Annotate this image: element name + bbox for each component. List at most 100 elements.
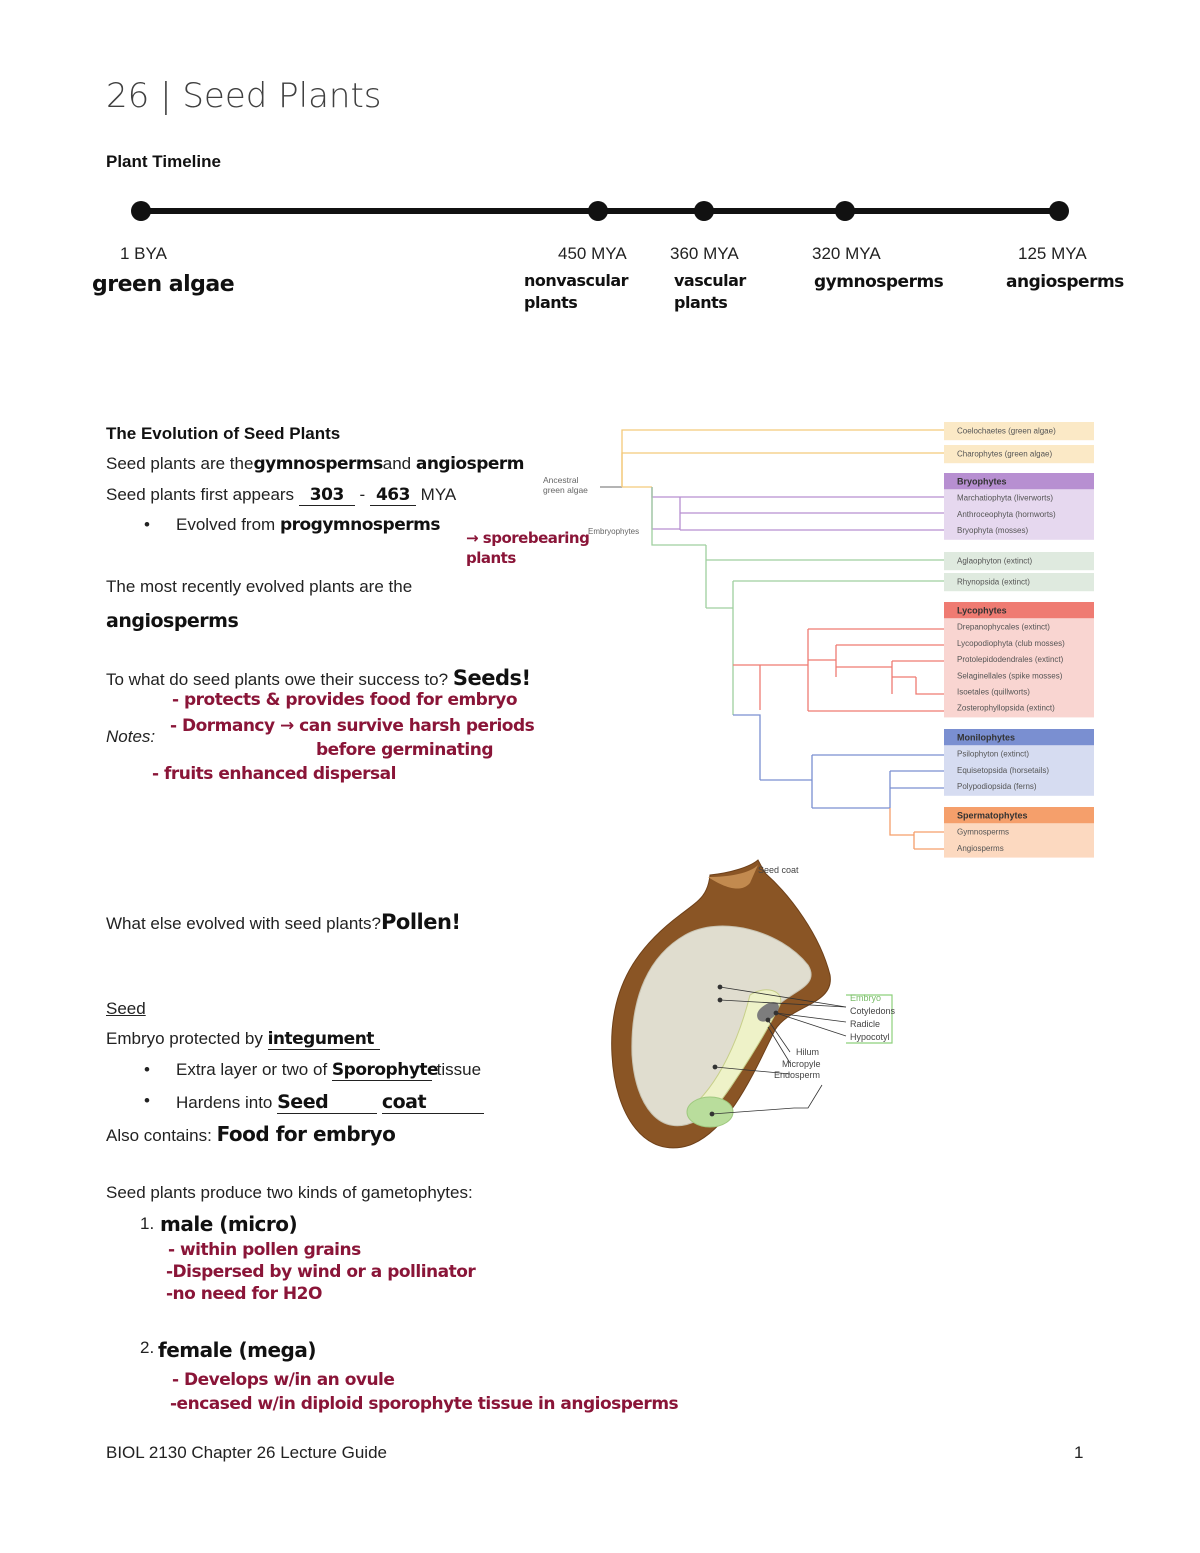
clade-box [944,445,1094,464]
clade-taxon: Polypodiopsida (ferns) [957,782,1037,791]
clade-taxon: Protolepidodendrales (extinct) [957,655,1064,664]
page-number: 1 [1074,1443,1084,1462]
answer-handwritten: Pollen! [381,910,461,934]
clade-box [944,602,1094,718]
timeline-dot [588,201,608,221]
line-text: Evolved from [176,515,276,534]
label-embryo: Embryo [850,993,881,1003]
gametophyte-note: - within pollen grains [168,1240,361,1260]
line-text: MYA [420,485,457,504]
timeline-line [131,201,1069,221]
answer-handwritten: Seed [277,1091,378,1114]
evolution-bullet: Evolved from progymnosperms [144,515,440,535]
clade-header-bar [944,473,1094,490]
clade-group-name: Monilophytes [957,733,1015,743]
gametophyte-title: female (mega) [158,1338,316,1362]
gametophytes-question: Seed plants produce two kinds of gametop… [106,1183,473,1202]
answer-handwritten: gymnosperms [253,454,383,474]
notes-label: Notes: [106,727,156,746]
recent-answer: angiosperms [106,610,239,632]
line-text: To what do seed plants owe their success… [106,670,449,689]
evolution-bullet-note: → sporebearing plants [466,529,590,567]
label-endosperm: Endosperm [774,1070,820,1080]
timeline-heading: Plant Timeline [106,152,221,171]
recent-question: The most recently evolved plants are the [106,577,413,596]
answer-handwritten: 463 [369,485,416,506]
answer-handwritten: Seeds! [452,666,531,690]
gametophyte-title: male (micro) [160,1212,298,1236]
timeline-note: nonvascular plants [524,271,629,312]
timeline-dot [694,201,714,221]
answer-handwritten: integument [267,1029,380,1050]
line-text: Extra layer or two of [176,1060,328,1079]
section-heading-seed: Seed [106,999,146,1018]
gametophyte-note: -no need for H2O [166,1284,322,1304]
timeline-note: vascular plants [674,271,746,312]
clade-taxon: Angiosperms [957,844,1004,853]
label-radicle: Radicle [850,1019,880,1029]
seed-bullet: Hardens into Seed coat [144,1091,484,1114]
footer-text: BIOL 2130 Chapter 26 Lecture Guide [106,1443,387,1462]
answer-handwritten: Food for embryo [216,1122,396,1146]
clade-taxon: Equisetopsida (horsetails) [957,766,1049,775]
label-seed-coat: Seed coat [758,865,799,875]
note-line: before germinating [316,740,494,760]
line-text: and [382,454,412,473]
seed-diagram: Seed coat Embryo Cotyledons Radicle Hypo… [611,859,896,1149]
gametophyte-number: 1. [140,1214,155,1233]
timeline-label: 320 MYA [812,244,881,263]
timeline-label: 360 MYA [670,244,739,263]
clade-taxon: Psilophyton (extinct) [957,750,1029,759]
clade-taxon: Lycopodiophyta (club mosses) [957,639,1065,648]
timeline-note: gymnosperms [814,272,944,292]
timeline-dot [1049,201,1069,221]
clade-group-name: Spermatophytes [957,811,1028,821]
seed-line1: Embryo protected by integument [106,1029,380,1050]
clade-taxon: Coelochaetes (green algae) [957,427,1056,436]
section-heading-evolution: The Evolution of Seed Plants [106,424,341,443]
timeline-label: 450 MYA [558,244,627,263]
clade-header-bar [944,807,1094,824]
gametophyte-number: 2. [140,1338,155,1357]
line-text: tissue [436,1060,482,1079]
clade-taxon: Bryophyta (mosses) [957,526,1028,535]
clade-taxon: Drepanophycales (extinct) [957,623,1050,632]
cladogram-node-label: Embryophytes [588,527,639,536]
timeline-label: 1 BYA [120,244,167,263]
clade-box [944,552,1094,571]
timeline-dot [835,201,855,221]
clade-taxon: Isoetales (quillworts) [957,688,1030,697]
clade-taxon: Gymnosperms [957,828,1009,837]
success-question: To what do seed plants owe their success… [106,666,531,690]
clade-header-bar [944,602,1094,619]
timeline-label: 125 MYA [1018,244,1087,263]
evolution-line1: Seed plants are thegymnospermsand angios… [106,454,525,474]
label-hypocotyl: Hypocotyl [850,1032,890,1042]
line-text: Seed plants are the [106,454,254,473]
answer-handwritten: 303 [298,485,355,506]
clade-taxon: Anthroceophyta (hornworts) [957,510,1056,519]
clade-header-bar [944,729,1094,746]
clade-group-name: Bryophytes [957,477,1007,487]
clade-group-name: Lycophytes [957,606,1007,616]
seed-also: Also contains: Food for embryo [106,1122,396,1146]
seed-bullet: Extra layer or two of Sporophyte tissue [144,1060,482,1081]
line-text: What else evolved with seed plants? [106,914,381,933]
gametophyte-note: -Dispersed by wind or a pollinator [166,1262,476,1282]
line-text: Embryo protected by [106,1029,263,1048]
clade-box [944,422,1094,441]
line-text: - [359,485,366,504]
note-line: - protects & provides food for embryo [172,690,518,710]
answer-handwritten: Sporophyte [331,1060,439,1081]
else-evolved: What else evolved with seed plants?Polle… [106,910,461,934]
page-title: 26 | Seed Plants [106,76,382,116]
clade-taxon: Aglaophyton (extinct) [957,557,1032,566]
gametophyte-note: - Develops w/in an ovule [172,1370,395,1390]
line-text: Also contains: [106,1126,212,1145]
label-cotyledons: Cotyledons [850,1006,896,1016]
timeline-dot [131,201,151,221]
line-text: Seed plants first appears [106,485,295,504]
label-micropyle: Micropyle [782,1059,821,1069]
